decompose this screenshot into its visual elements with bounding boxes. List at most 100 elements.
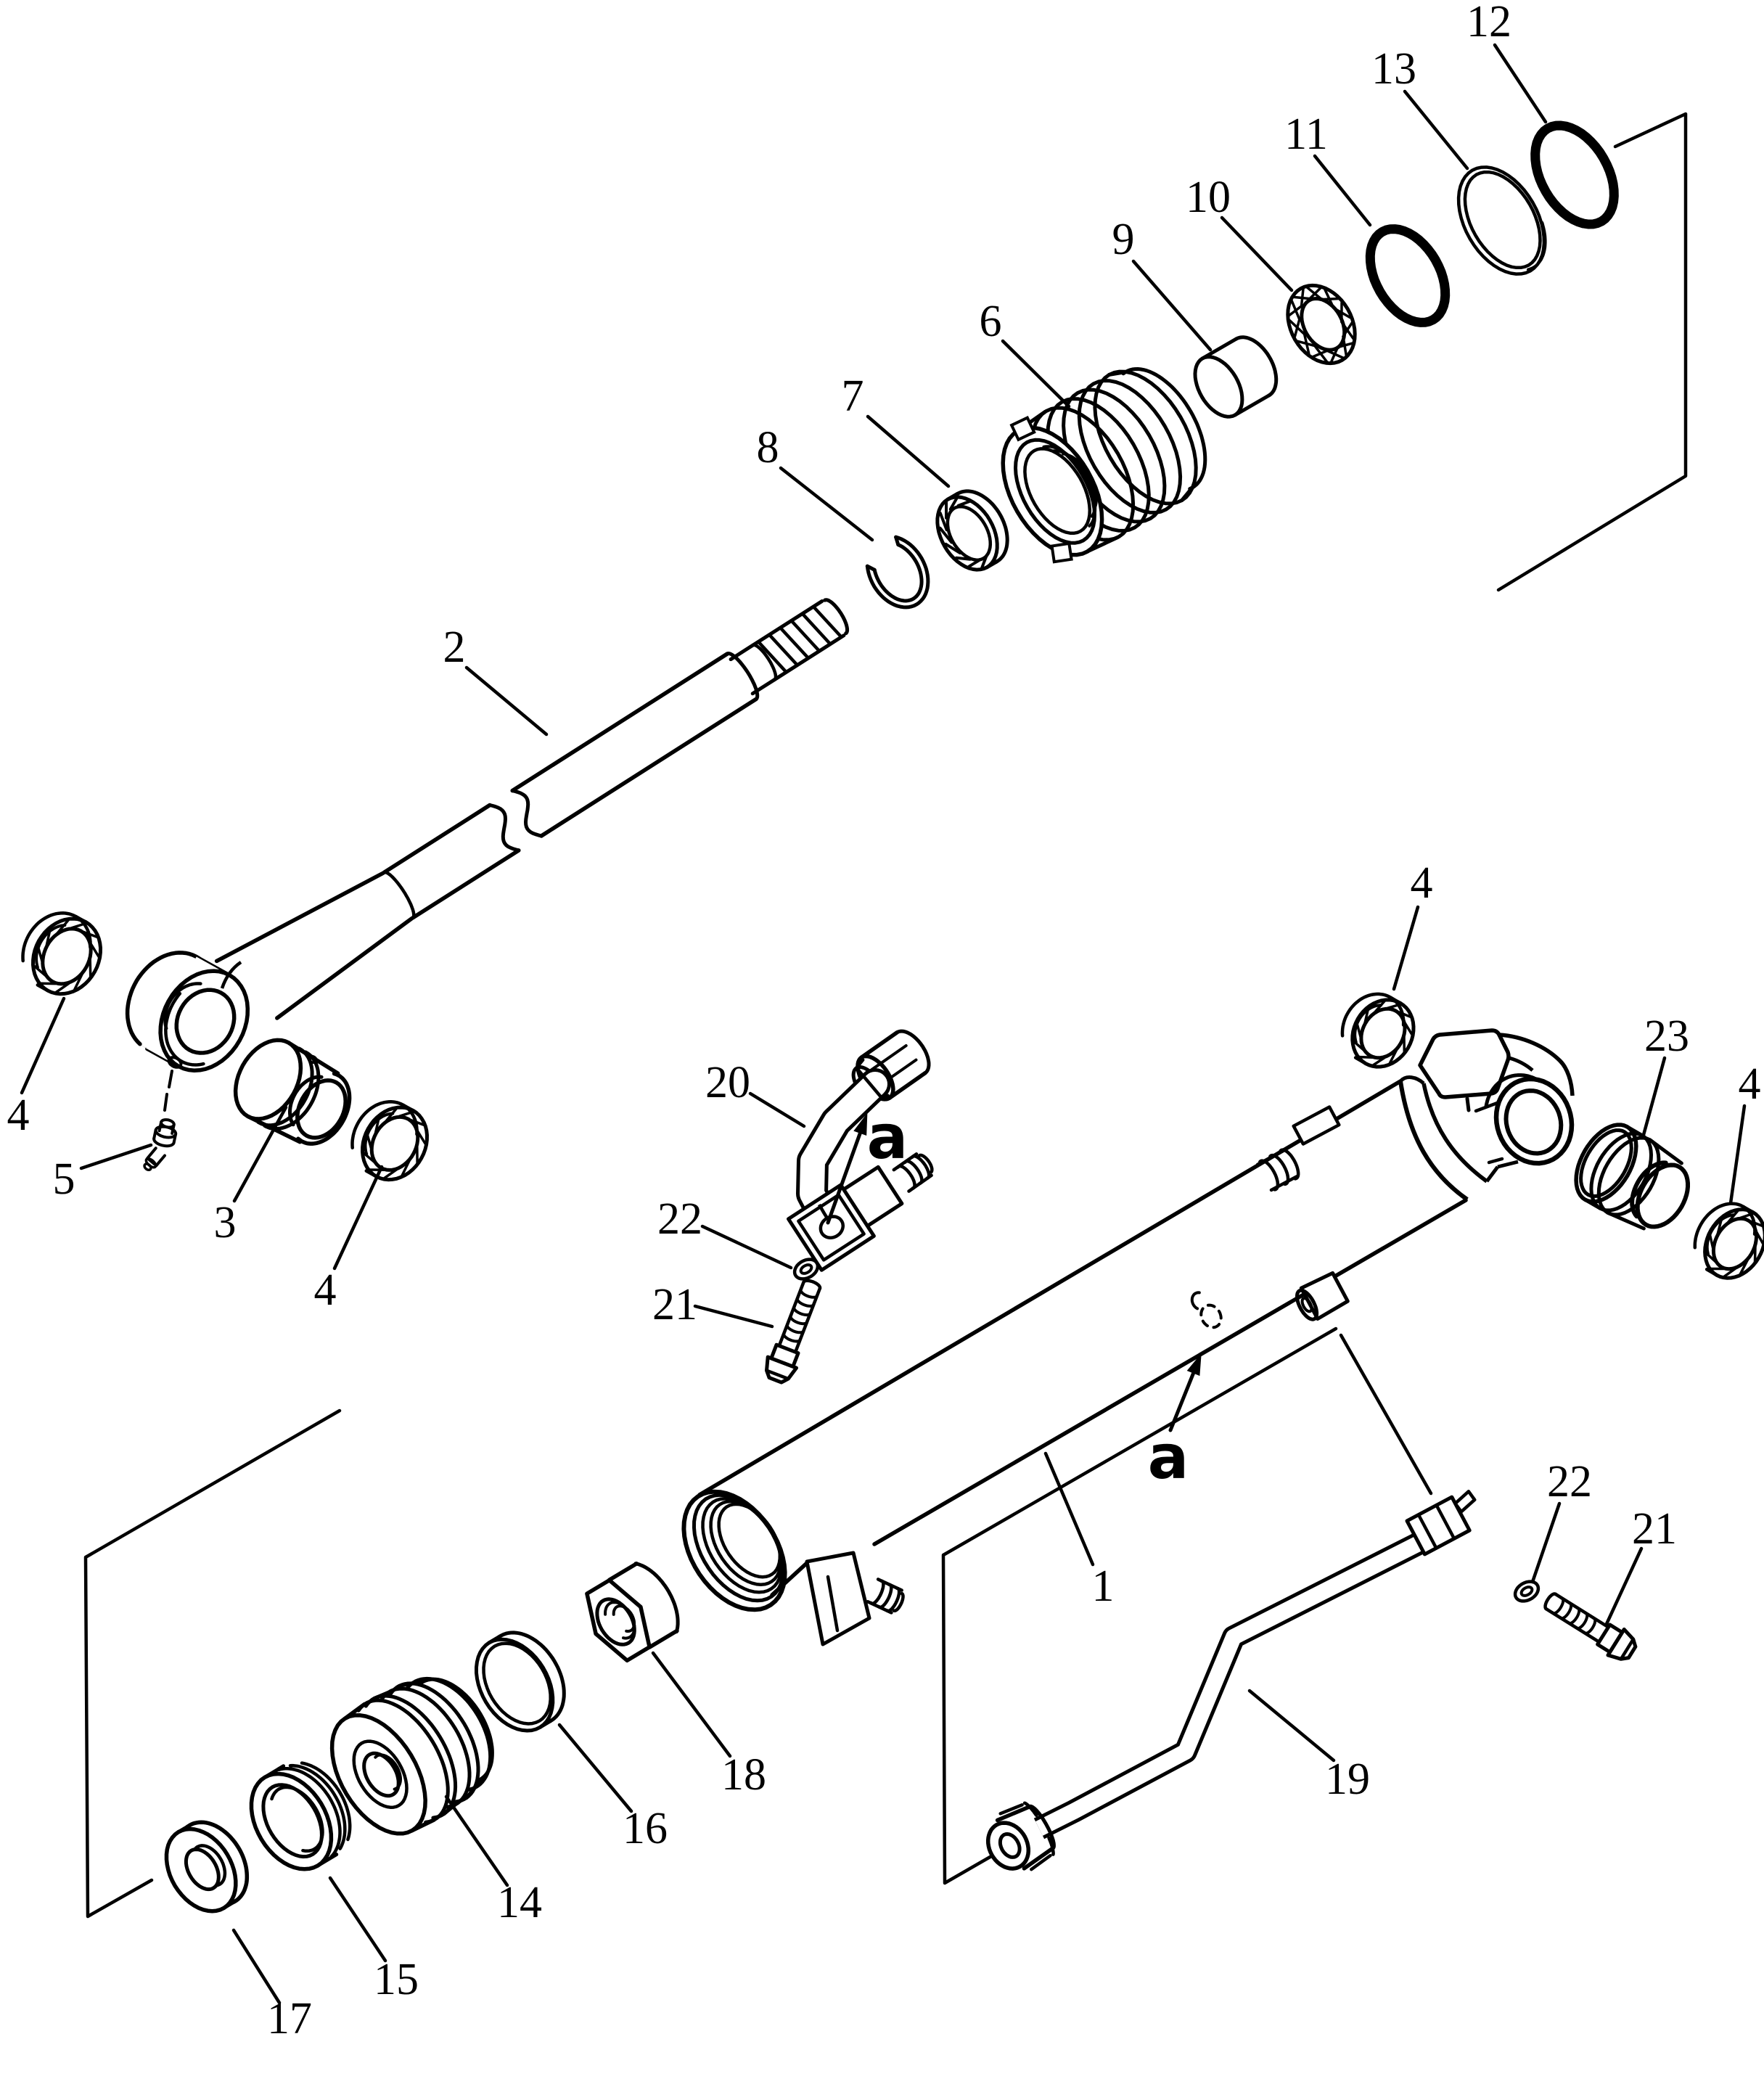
pipe-19-stroke [1435,1504,1456,1541]
washer-17-stroke [184,1847,221,1892]
bushing-4-b-stroke [364,1169,379,1178]
piston-rod-2-stroke [767,633,800,667]
bushing-23 [1574,1123,1690,1231]
piston-parts [164,1562,680,1914]
part-label-13: 13 [1371,44,1416,94]
bushing-4-d-stroke [1704,1268,1719,1277]
clevis-head [1398,1028,1575,1202]
panel-bottom-left [83,1408,342,1919]
bushing-23-stroke [1596,1136,1661,1217]
part-label-9: 9 [1112,215,1135,264]
seal-ring-15-stroke [277,1767,342,1858]
view-label-a-1: a [867,1102,908,1173]
bushing-4-c-stroke [1353,1056,1368,1065]
bushing-3-stroke [295,1078,348,1140]
snap-ring-8-stroke [872,543,924,603]
bushing-4-b-stroke [350,1100,419,1150]
part-label-20: 20 [705,1058,750,1107]
pipe-19-stroke [1047,1836,1055,1856]
tube-ports-stroke [826,1575,840,1633]
bushing-4-d-stroke [1739,1258,1749,1276]
piston-14-stroke [352,1739,409,1809]
piston-rod-2-stroke [382,870,416,920]
view-arrow-head-1 [853,1112,868,1136]
rod-bushing-7-stroke [945,504,993,562]
tube-ports-stroke [1190,1291,1201,1311]
pipe-19 [985,1490,1477,1871]
tube-ports-stroke [805,1551,871,1646]
bushing-3 [233,1038,352,1146]
part-label-21: 21 [652,1280,697,1329]
tube-ports-stroke [1255,1149,1285,1166]
washer-17-stroke [176,1824,192,1834]
part-label-19: 19 [1325,1755,1370,1804]
clevis-head-stroke [1465,1096,1471,1112]
leader-boss-to-pipe-stroke [1339,1333,1433,1496]
bushing-9-stroke [1233,393,1271,417]
washer-17-stroke [185,1820,250,1905]
bushing-10-stroke [1342,321,1353,338]
elbow-hose-20-stroke [907,1173,933,1193]
panel-bottom-left-stroke [83,1408,342,1919]
leader-line-3 [232,1105,288,1203]
piston-rod-2-stroke [751,643,778,681]
piston-rod-2-stroke [167,1056,183,1069]
piston-rod-2-stroke [382,803,492,875]
washer-22-a [792,1258,820,1281]
cylinder-head-gland-6-stroke [1009,416,1036,442]
leader-line-8 [779,466,874,542]
bushing-4-c-stroke [1374,999,1386,1014]
tube-ports-stroke [866,1599,893,1615]
bolt-21-b [1543,1592,1638,1661]
leader-line-23 [1641,1056,1667,1137]
grease-fitting-5-stroke [152,1136,176,1148]
cylinder-head-gland-6-stroke [1093,369,1198,506]
part-label-3: 3 [214,1198,237,1247]
bolt-21-b-stroke [1543,1592,1557,1611]
tube-ports-stroke [1300,1297,1313,1313]
piston-nut-18 [585,1562,680,1663]
elbow-hose-20-stroke [859,1030,899,1060]
clevis-head-stroke [1399,1075,1425,1085]
cylinder-tube-1-stroke [770,1561,809,1597]
bushing-4-d-stroke [1755,1231,1764,1246]
leader-line-5 [79,1143,153,1170]
bushing-4-a-stroke [89,943,101,959]
leader-line-1 [1043,1451,1095,1567]
piston-rod-2-stroke [539,697,758,838]
bushing-4-d-stroke [1723,1267,1737,1279]
bushing-23-stroke [1625,1125,1644,1138]
tube-ports-stroke [1295,1288,1319,1321]
bolt-21-a-stroke [795,1296,816,1308]
elbow-hose-20-stroke [895,1029,931,1075]
pipe-19-stroke [998,1832,1022,1859]
bushing-23-stroke [1583,1197,1602,1210]
part-label-15: 15 [374,1955,419,2004]
seal-ring-15-stroke [249,1771,334,1871]
leader-line-9 [1131,259,1213,352]
bushing-4-a-stroke [36,983,50,993]
leader-line-17 [231,1928,282,2005]
panel-corner-top-right-stroke [1496,112,1688,592]
pipe-19-stroke [995,1805,1030,1823]
bushing-4-c-stroke [1355,1021,1362,1038]
bushing-4-b-stroke [361,1105,429,1182]
piston-14-stroke [420,1677,494,1781]
view-arrow-head-2 [1186,1353,1202,1377]
bushing-4-clevis-top [1340,992,1416,1069]
piston-rod-2-stroke [789,619,821,653]
part-label-2: 2 [443,623,466,672]
pipe-19-stroke [1030,1853,1052,1871]
wear-ring-16-stroke [493,1631,566,1725]
leader-boss-to-pipe [1339,1333,1433,1496]
cylinder-tube-1-stroke [717,1502,782,1579]
seal-ring-15-stroke [263,1764,286,1779]
grease-fitting-5-stroke [152,1128,157,1140]
piston-rod-2-stroke [510,652,730,793]
piston-14-stroke [397,1680,422,1688]
bushing-4-a-stroke [33,964,47,977]
piston-rod-2-stroke [725,652,760,701]
piston-nut-18-stroke [607,1562,639,1583]
wear-ring-16 [475,1631,566,1733]
